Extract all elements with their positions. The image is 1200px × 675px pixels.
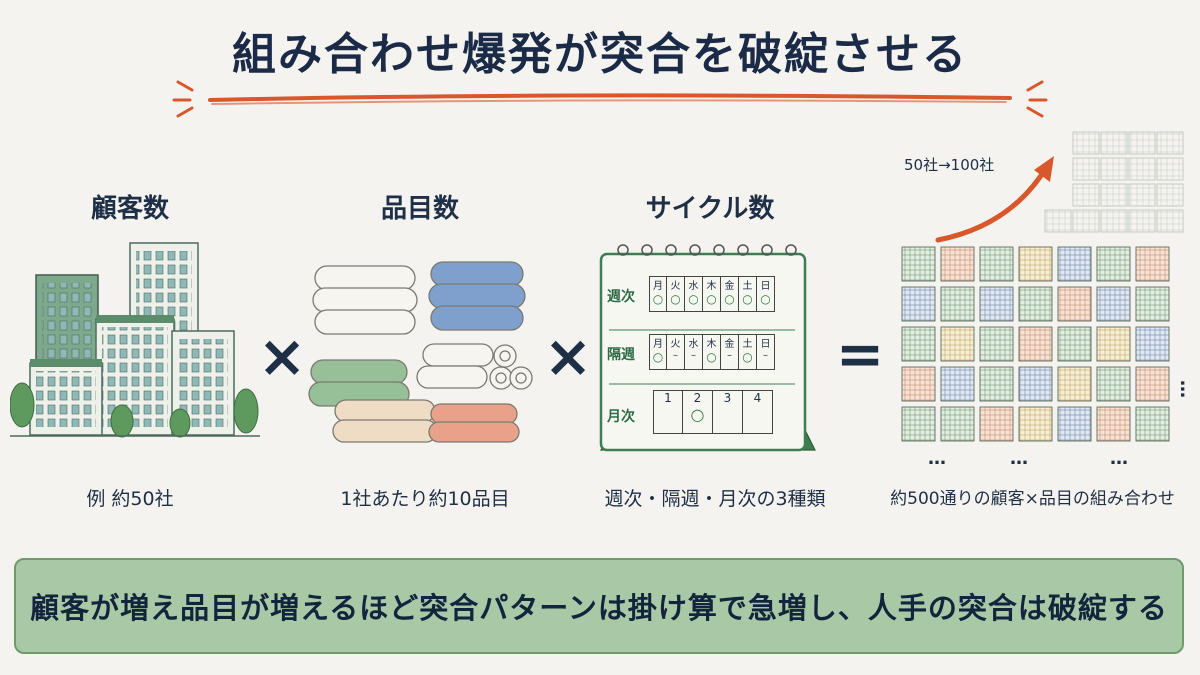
- title-underline: [172, 80, 1048, 118]
- page-title: 組み合わせ爆発が突合を破綻させる: [232, 29, 968, 80]
- monthly-week-cell: 3: [713, 390, 743, 434]
- biweekly-day-cell: 土○: [739, 334, 757, 370]
- growth-arrow: [935, 156, 1054, 243]
- monthly-label: 月次: [607, 409, 635, 425]
- customer-count-caption: 例 約50社: [86, 488, 174, 510]
- calendar-illustration: 週次 月○ 火○ 水○ 木○ 金○ 土○ 日○ 隔週 月○ 火– 水– 木○ 金…: [595, 240, 825, 465]
- result-caption: 約500通りの顧客×品目の組み合わせ: [890, 489, 1175, 509]
- biweekly-grid: 月○ 火– 水– 木○ 金– 土○ 日–: [649, 334, 775, 370]
- monthly-week-cell: 4: [743, 390, 773, 434]
- monthly-grid: 1 2○ 3 4: [653, 390, 773, 434]
- matrix-ellipsis-2: …: [1010, 448, 1028, 469]
- times-operator-2: ×: [543, 322, 593, 390]
- towels-illustration: [308, 261, 533, 443]
- buildings-illustration: [10, 242, 260, 438]
- weekly-label: 週次: [607, 289, 635, 305]
- weekly-grid: 月○ 火○ 水○ 木○ 金○ 土○ 日○: [649, 276, 775, 312]
- monthly-week-cell: 1: [653, 390, 683, 434]
- item-count-caption: 1社あたり約10品目: [340, 488, 510, 510]
- biweekly-day-cell: 金–: [721, 334, 739, 370]
- matrix-ellipsis-1: …: [928, 448, 946, 469]
- matrix-ellipsis-side: …: [1176, 380, 1197, 398]
- weekly-day-cell: 火○: [667, 276, 685, 312]
- weekly-day-cell: 木○: [703, 276, 721, 312]
- growth-label: 50社→100社: [904, 156, 995, 174]
- cycle-count-label: サイクル数: [645, 194, 775, 224]
- biweekly-day-cell: 火–: [667, 334, 685, 370]
- biweekly-day-cell: 月○: [649, 334, 667, 370]
- combination-matrix: [901, 246, 1170, 442]
- item-count-label: 品目数: [380, 194, 459, 224]
- biweekly-day-cell: 日–: [757, 334, 775, 370]
- expanded-grid-ghost: [1044, 131, 1184, 233]
- times-operator-1: ×: [257, 322, 307, 390]
- weekly-day-cell: 金○: [721, 276, 739, 312]
- weekly-day-cell: 月○: [649, 276, 667, 312]
- matrix-ellipsis-3: …: [1110, 448, 1128, 469]
- calendar-frame: [599, 244, 816, 452]
- cycle-count-caption: 週次・隔週・月次の3種類: [604, 488, 826, 510]
- equals-operator: =: [835, 320, 885, 388]
- weekly-day-cell: 土○: [739, 276, 757, 312]
- weekly-day-cell: 日○: [757, 276, 775, 312]
- conclusion-text: 顧客が増え品目が増えるほど突合パターンは掛け算で急増し、人手の突合は破綻する: [30, 591, 1168, 625]
- biweekly-day-cell: 水–: [685, 334, 703, 370]
- weekly-day-cell: 水○: [685, 276, 703, 312]
- monthly-week-cell: 2○: [683, 390, 713, 434]
- biweekly-label: 隔週: [607, 347, 635, 363]
- conclusion-banner: 顧客が増え品目が増えるほど突合パターンは掛け算で急増し、人手の突合は破綻する: [14, 558, 1184, 654]
- customer-count-label: 顧客数: [90, 194, 169, 224]
- biweekly-day-cell: 木○: [703, 334, 721, 370]
